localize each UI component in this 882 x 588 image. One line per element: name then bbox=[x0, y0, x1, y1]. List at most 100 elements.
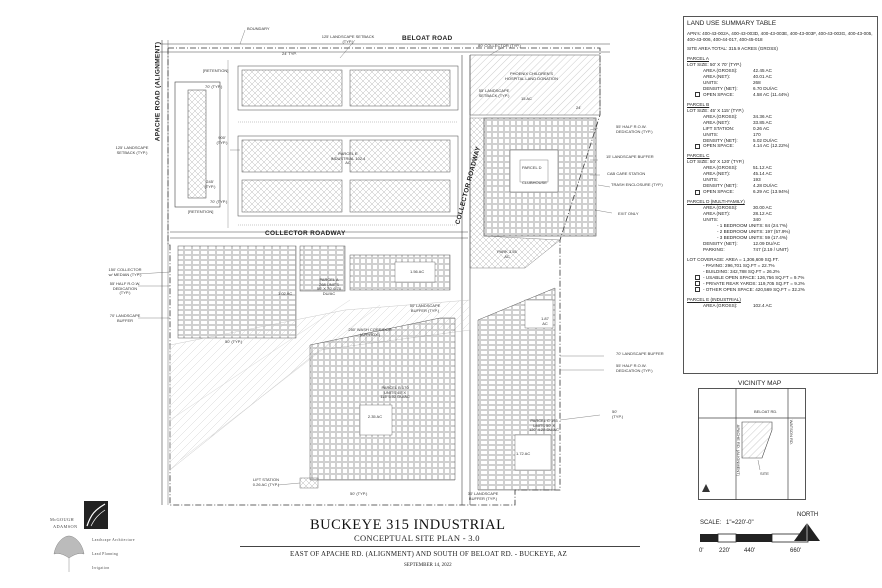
typ-24-label: 24' TYP. bbox=[282, 51, 297, 56]
lift-station-label: LIFT STATION 0.26 AC (TYP.) bbox=[252, 477, 280, 487]
bedroom-row: - 2 BEDROOM UNITS: 197 (57.9%) bbox=[717, 229, 791, 235]
parcel-a-row: AREA (NET):40.01 AC bbox=[703, 73, 772, 79]
parcel-b-heading: PARCEL B bbox=[687, 101, 710, 107]
coverage-row: - PAVING: 296,701 SQ.FT = 22.7% bbox=[703, 262, 775, 268]
parcel-a-lots bbox=[177, 245, 451, 339]
scale-ratio: 1"=220'-0" bbox=[726, 520, 754, 526]
scale-tick: 440' bbox=[744, 548, 756, 554]
parcel-a-lot: LOT SIZE: 50' X 70' (TYP.) bbox=[687, 61, 742, 67]
checkbox-icon bbox=[695, 275, 700, 281]
ginkgo-logo-icon bbox=[53, 535, 85, 572]
scale-label: SCALE: bbox=[700, 520, 722, 526]
parcel-b-row: AREA (GROSS):34.36 AC bbox=[703, 113, 772, 119]
cab-station-label: CAB CARE STATION bbox=[607, 171, 646, 176]
park-label: PARK 3.55 AC bbox=[497, 249, 517, 259]
firm-service: Landscape Architecture bbox=[92, 538, 135, 542]
half-row-55-b: 55' HALF R.O.W. DEDICATION (TYP.) bbox=[109, 281, 141, 296]
checkbox-icon bbox=[695, 281, 700, 287]
dim-70-bot: 70' (TYP.) bbox=[210, 199, 228, 204]
parcel-d-row: PARKING:747 (2.19 / UNIT) bbox=[703, 246, 789, 252]
vicinity-map bbox=[698, 388, 806, 500]
parcel-b-row: AREA (NET):33.85 AC bbox=[703, 119, 772, 125]
vicinity-apache: APACHE RD. (ALIGNMENT) bbox=[735, 424, 741, 476]
landscape-setback-left: 125' LANDSCAPE SETBACK (TYP.) bbox=[115, 145, 149, 155]
exit-only-label: EXIT ONLY bbox=[618, 211, 639, 216]
coverage-row: - USABLE OPEN SPACE: 126,756 SQ.FT = 9.7… bbox=[687, 275, 875, 281]
scale-tick: 660' bbox=[790, 548, 802, 554]
vicinity-beloat: BELOAT RD. bbox=[754, 409, 778, 414]
dim-50-left: 50' (TYP.) bbox=[225, 339, 243, 344]
ac-187-label: 1.87 AC bbox=[541, 316, 549, 326]
parcel-c-row: DENSITY (NET):4.28 DU/AC bbox=[703, 183, 778, 189]
dim-70-top: 70' (TYP.) bbox=[205, 84, 223, 89]
scale-bar bbox=[700, 533, 809, 543]
wash-corridor bbox=[169, 299, 471, 471]
ac-235-label: 2.35 AC bbox=[367, 414, 383, 419]
land-use-table-frame bbox=[683, 16, 878, 374]
parcel-e-label: PARCEL E INDUSTRIAL 102.4 AC bbox=[330, 151, 366, 166]
coverage-row: - PRIVATE REAR YARDS: 119,705 SQ.FT = 9.… bbox=[687, 281, 875, 287]
parcel-a-row: AREA (GROSS):42.45 AC bbox=[703, 67, 772, 73]
wash-corridor-label: 250' WASH CORRIDOR (APPROX.) bbox=[348, 327, 392, 337]
parcel-a-row: UNITS:268 bbox=[703, 79, 761, 85]
checkbox-icon bbox=[695, 143, 700, 149]
parcel-d-row: DENSITY (NET):12.09 DU/AC bbox=[703, 241, 781, 246]
landscape-setback-label: 125' LANDSCAPE SETBACK (TYP.) bbox=[321, 34, 375, 44]
parcel-d-row: AREA (NET):28.12 AC bbox=[703, 211, 772, 217]
landscape-buffer-50: 50' LANDSCAPE BUFFER (TYP.) bbox=[409, 303, 441, 313]
firm-service: Irrigation bbox=[92, 566, 110, 570]
parcel-e-row: AREA (GROSS):102.4 AC bbox=[703, 302, 772, 308]
parcel-c-lot: LOT SIZE: 50' X 120' (TYP.) bbox=[687, 159, 744, 165]
checkbox-icon bbox=[695, 92, 700, 97]
ac-172-label: 1.72 AC bbox=[516, 451, 531, 456]
vicinity-title: VICINITY MAP bbox=[738, 380, 782, 387]
dim-24-label: 24' bbox=[576, 105, 582, 110]
half-row-55-c: 55' HALF R.O.W. DEDICATION (TYP.) bbox=[616, 363, 653, 373]
checkbox-icon bbox=[695, 189, 700, 195]
coverage-row: - BUILDING: 342,788 SQ.FT = 26.2% bbox=[703, 268, 780, 274]
bedroom-row: - 3 BEDROOM UNITS: 59 (17.4%) bbox=[717, 235, 788, 241]
parcel-b-lots bbox=[309, 317, 456, 481]
parcel-c-heading: PARCEL C bbox=[687, 153, 710, 159]
ac-156-label: 1.56 AC bbox=[410, 269, 425, 274]
firm-service: Land Planning bbox=[92, 552, 119, 556]
landscape-buffer-30: 30' LANDSCAPE BUFFER (TYP.) bbox=[467, 491, 499, 501]
beloat-road bbox=[160, 43, 610, 53]
landscape-buffer-70r: 70' LANDSCAPE BUFFER bbox=[616, 351, 664, 356]
retention-top-label: [RETENTION] bbox=[203, 68, 229, 73]
parcel-d-heading: PARCEL D (MULTI-FAMILY) bbox=[687, 199, 745, 205]
parcel-c-row: UNITS:193 bbox=[703, 177, 761, 183]
ac-15-label: 15 AC bbox=[521, 96, 532, 101]
parcel-c-row: AREA (GROSS):51.12 AC bbox=[703, 165, 772, 171]
dim-50-right: 50' (TYP.) bbox=[612, 409, 624, 419]
coverage-row: - OTHER OPEN SPACE: 420,569 SQ.FT = 32.2… bbox=[687, 287, 875, 293]
parcel-b-row: DENSITY (NET):5.02 DU/AC bbox=[703, 137, 778, 143]
parcel-a-open-space: OPEN SPACE:4.58 AC (11.44%) bbox=[687, 92, 875, 98]
lot-coverage: LOT COVERAGE: AREA = 1,306,609 SQ.FT. bbox=[687, 256, 779, 262]
dim-245: 245' (TYP.) bbox=[204, 179, 216, 189]
vicinity-site: SITE bbox=[760, 471, 769, 476]
scale-tick: 220' bbox=[719, 548, 731, 554]
vicinity-map-drawing bbox=[698, 388, 806, 500]
clubhouse-label: CLUBHOUSE bbox=[522, 180, 547, 185]
parcel-e-heading: PARCEL E (INDUSTRIAL) bbox=[687, 296, 741, 302]
parcel-d-multifamily bbox=[469, 117, 597, 269]
parcel-c-row: AREA (NET):45.14 AC bbox=[703, 171, 772, 177]
parcel-c-label: PARCEL C 193 UNITS 50' X 120' 4.28 DU/AC bbox=[529, 418, 559, 433]
firm-logo-icon bbox=[84, 501, 108, 529]
firm-name-1: McGOUGH bbox=[50, 517, 75, 522]
parcel-b-open-space: OPEN SPACE:4.14 AC (12.22%) bbox=[687, 143, 875, 149]
parcel-d-row: UNITS:340 bbox=[703, 217, 761, 223]
project-location: EAST OF APACHE RD. (ALIGNMENT) AND SOUTH… bbox=[290, 550, 567, 558]
collector-roadway bbox=[170, 55, 471, 505]
trash-label: TRASH ENCLOSURE (TYP.) bbox=[611, 182, 663, 187]
parcel-c-lots bbox=[477, 287, 556, 491]
parcel-a-label: PARCEL A 268 UNITS 50' X 70' 6.70 DU/AC bbox=[316, 277, 342, 296]
retention-bottom-label: [RETENTION] bbox=[188, 209, 214, 214]
land-use-title: LAND USE SUMMARY TABLE bbox=[687, 20, 777, 27]
apache-road-label: APACHE ROAD (ALIGNMENT) bbox=[154, 41, 162, 142]
parcel-b-lot: LOT SIZE: 45' X 115' (TYP.) bbox=[687, 107, 744, 113]
ac-102-label: 1.02 AC bbox=[278, 291, 293, 296]
dim-50-bot: 50' (TYP.) bbox=[350, 491, 368, 496]
